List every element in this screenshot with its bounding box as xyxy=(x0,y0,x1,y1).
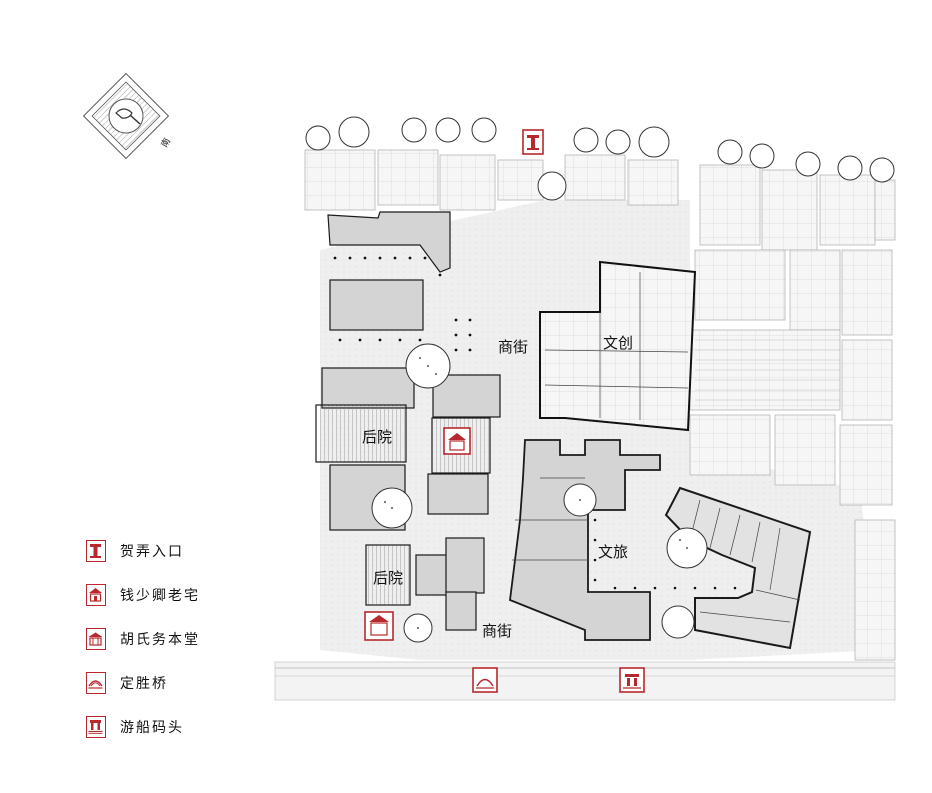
legend-label: 定胜桥 xyxy=(120,676,168,692)
landmark-bridge-marker xyxy=(472,667,498,693)
zone-label-shangjie-south: 商街 xyxy=(482,622,512,640)
legend-label: 钱少卿老宅 xyxy=(120,588,200,604)
compass-label: 南 xyxy=(158,136,173,150)
colonnade-dots xyxy=(333,256,737,590)
zone-label-shangjie-north: 商街 xyxy=(498,338,528,356)
landmark-house-marker xyxy=(443,427,471,455)
legend-label: 胡氏务本堂 xyxy=(120,632,200,648)
legend-item-bridge: 定胜桥 xyxy=(84,672,284,716)
legend-label: 贺弄入口 xyxy=(120,544,184,560)
zone-label-houyuan-north: 后院 xyxy=(362,428,392,446)
tree-texture xyxy=(384,357,688,629)
bridge-icon xyxy=(86,672,106,694)
legend-label: 游船码头 xyxy=(120,720,184,736)
legend-item-hall: 胡氏务本堂 xyxy=(84,628,284,672)
house-icon xyxy=(86,584,106,606)
map-legend: 贺弄入口 钱少卿老宅 胡氏务本堂 xyxy=(84,540,284,760)
gate-icon xyxy=(86,540,106,562)
landmark-pier-marker xyxy=(619,667,645,693)
interior-partitions xyxy=(512,272,801,623)
project-buildings xyxy=(315,211,812,650)
trees xyxy=(305,116,895,643)
landmark-hall-marker xyxy=(364,611,394,641)
legend-item-gate: 贺弄入口 xyxy=(84,540,284,584)
zone-label-wenchuang: 文创 xyxy=(603,334,633,352)
zone-label-wenlv: 文旅 xyxy=(598,543,628,561)
legend-item-pier: 游船码头 xyxy=(84,716,284,760)
landmark-gate-marker xyxy=(522,129,544,155)
pier-icon xyxy=(86,716,106,738)
context-roof-stripes xyxy=(695,339,840,401)
hall-icon xyxy=(86,628,106,650)
legend-item-house: 钱少卿老宅 xyxy=(84,584,284,628)
zone-label-houyuan-south: 后院 xyxy=(373,569,403,587)
compass-icon: 南 xyxy=(82,72,173,160)
